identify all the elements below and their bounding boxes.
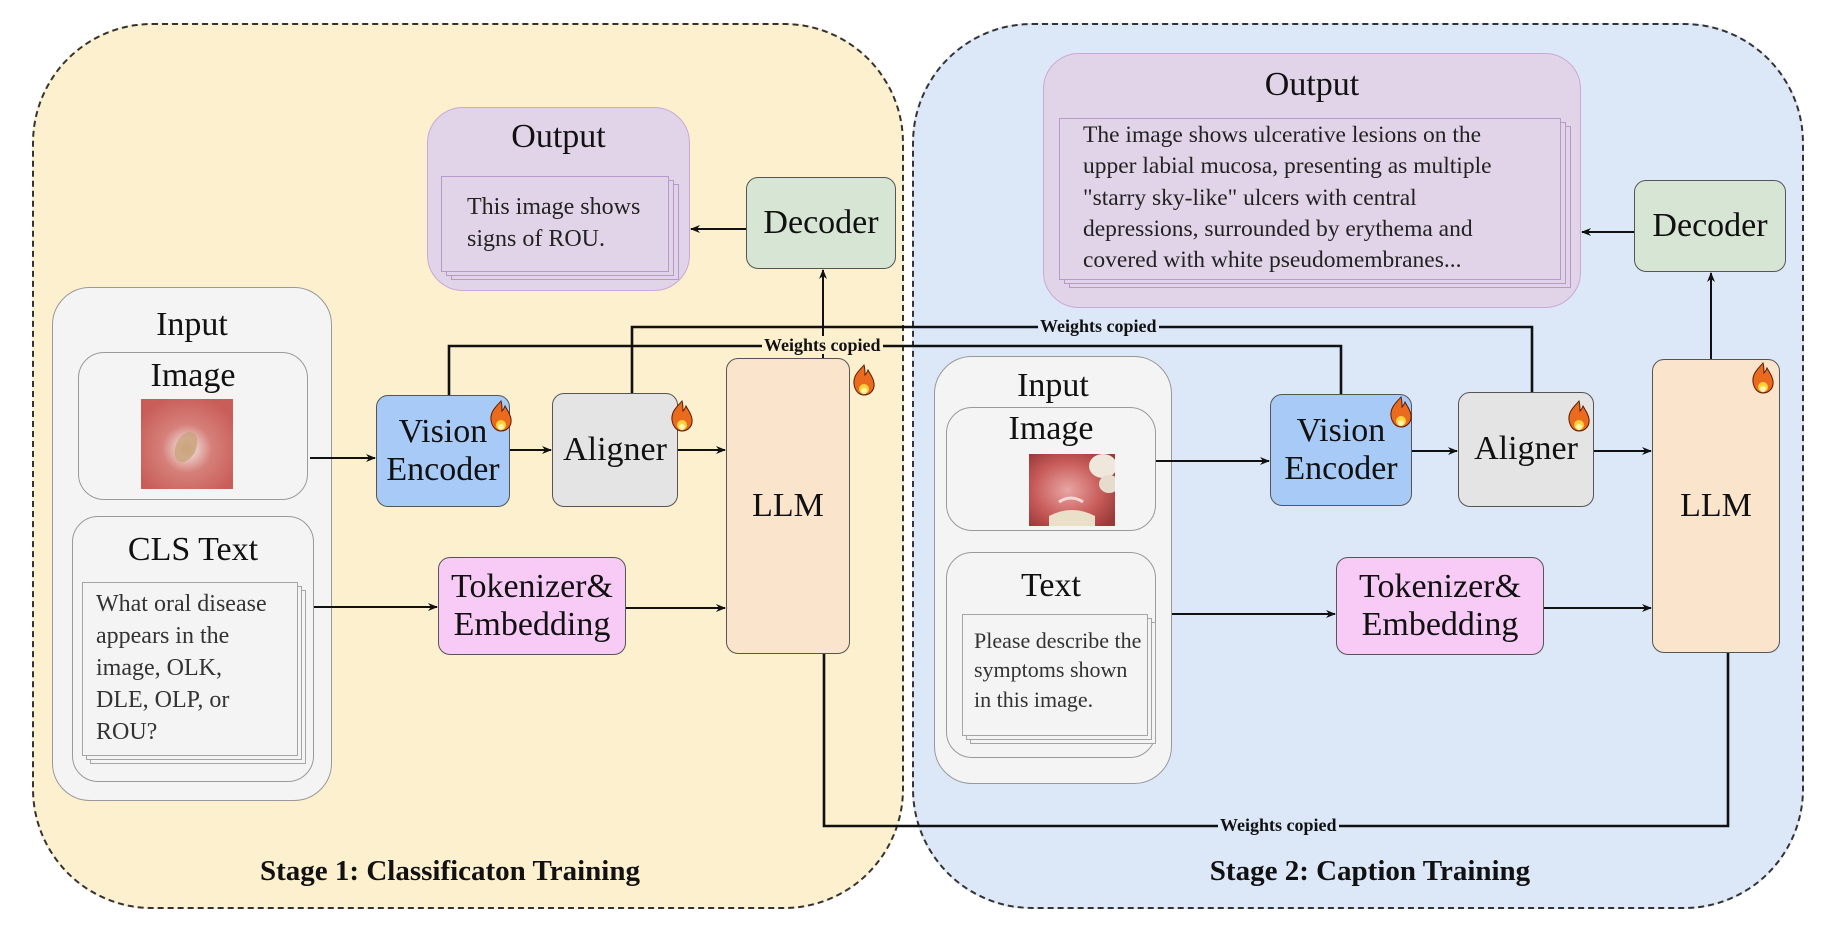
stage1-output-stack: This image shows signs of ROU. bbox=[441, 176, 679, 280]
stage2-decoder[interactable]: Decoder bbox=[1634, 180, 1786, 272]
stage1-text-label: CLS Text bbox=[127, 531, 259, 568]
stage2-image-panel: Image bbox=[946, 407, 1156, 531]
stage1-image-label: Image bbox=[150, 357, 236, 394]
weights-copied-label-vision: Weights copied bbox=[762, 335, 883, 355]
stage1-prompt-text: What oral disease appears in the image, … bbox=[96, 591, 267, 745]
stage1-oral-lesion-photo bbox=[141, 399, 233, 489]
stage2-output-title: Output bbox=[1264, 66, 1360, 103]
stage2-prompt-text: Please describe the symptoms shown in th… bbox=[974, 628, 1142, 712]
stage1-llm[interactable]: LLM bbox=[726, 358, 850, 654]
stage2-image-label: Image bbox=[1008, 410, 1094, 447]
stage1-output-title: Output bbox=[511, 118, 606, 155]
stage2-llm[interactable]: LLM bbox=[1652, 359, 1780, 653]
stage1-text-stack: What oral disease appears in the image, … bbox=[82, 582, 306, 764]
stage2-tokenizer-embedding[interactable]: Tokenizer&Embedding bbox=[1336, 557, 1544, 655]
stage1-output-text: This image shows signs of ROU. bbox=[467, 194, 641, 252]
fire-icon bbox=[671, 400, 693, 432]
stage2-output-text: The image shows ulcerative lesions on th… bbox=[1083, 122, 1492, 273]
weights-link-llm bbox=[822, 653, 1730, 828]
fire-icon bbox=[1390, 396, 1412, 428]
stage2-output-stack: The image shows ulcerative lesions on th… bbox=[1059, 118, 1571, 288]
weights-copied-label-aligner: Weights copied bbox=[1038, 316, 1159, 336]
fire-icon bbox=[1568, 400, 1590, 432]
stage1-decoder[interactable]: Decoder bbox=[746, 177, 896, 269]
weights-copied-label-llm: Weights copied bbox=[1218, 815, 1339, 835]
stage2-text-label: Text bbox=[1021, 567, 1081, 604]
fire-icon bbox=[1752, 362, 1774, 394]
fire-icon bbox=[490, 400, 512, 432]
stage1-title: Stage 1: Classificaton Training bbox=[260, 855, 640, 887]
stage1-aligner[interactable]: Aligner bbox=[552, 393, 678, 507]
stage2-oral-mucosa-photo bbox=[1029, 454, 1115, 526]
stage2-text-stack: Please describe the symptoms shown in th… bbox=[962, 614, 1156, 744]
stage2-aligner[interactable]: Aligner bbox=[1458, 392, 1594, 507]
stage1-tokenizer-embedding[interactable]: Tokenizer&Embedding bbox=[438, 557, 626, 655]
fire-icon bbox=[853, 364, 875, 396]
stage2-input-title: Input bbox=[1017, 367, 1089, 404]
weights-link-vision-encoder bbox=[447, 344, 1343, 395]
stage2-title: Stage 2: Caption Training bbox=[1209, 855, 1531, 887]
stage1-input-title: Input bbox=[156, 306, 228, 343]
stage1-image-panel: Image bbox=[78, 352, 308, 500]
